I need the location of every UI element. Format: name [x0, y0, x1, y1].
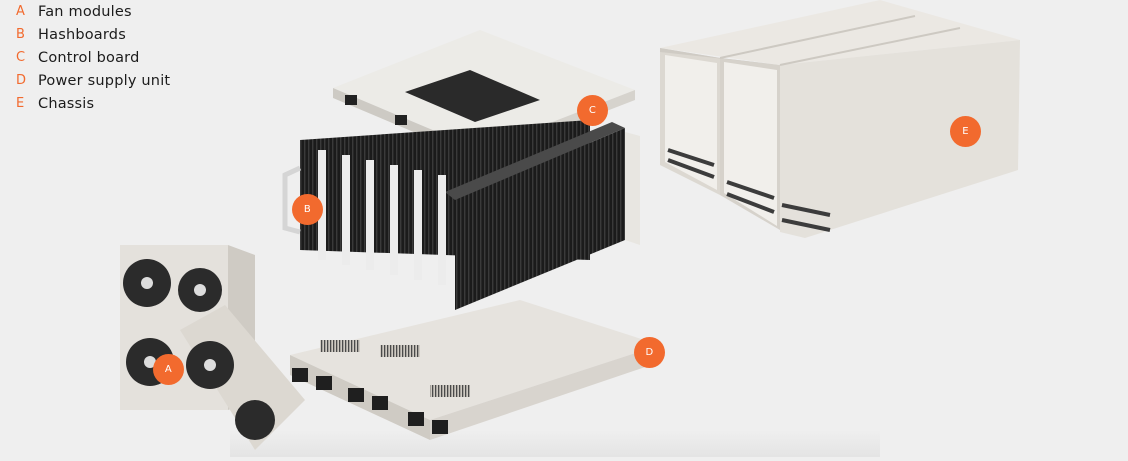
legend-item-fan-modules: A Fan modules	[16, 0, 170, 23]
legend-item-power-supply-unit: D Power supply unit	[16, 69, 170, 92]
legend-item-control-board: C Control board	[16, 46, 170, 69]
callout-e-badge[interactable]: E	[950, 116, 981, 147]
legend-label: Hashboards	[38, 26, 126, 43]
legend-key: C	[16, 50, 26, 65]
callout-a-badge[interactable]: A	[153, 354, 184, 385]
fan-modules-group	[120, 245, 305, 450]
legend-label: Fan modules	[38, 3, 132, 20]
psu-group	[290, 300, 660, 440]
legend-item-hashboards: B Hashboards	[16, 23, 170, 46]
legend-key: D	[16, 73, 27, 88]
legend-item-chassis: E Chassis	[16, 92, 170, 115]
legend-key: E	[16, 96, 25, 111]
legend-label: Control board	[38, 49, 140, 66]
callout-d-badge[interactable]: D	[634, 337, 665, 368]
legend-label: Chassis	[38, 95, 95, 112]
legend-key: B	[16, 27, 26, 42]
floor-shadow	[230, 430, 880, 457]
legend-key: A	[16, 4, 26, 19]
chassis-group	[660, 0, 1020, 238]
hashboards-group	[282, 120, 640, 310]
legend-label: Power supply unit	[38, 72, 171, 89]
callout-c-badge[interactable]: C	[577, 95, 608, 126]
callout-b-badge[interactable]: B	[292, 194, 323, 225]
